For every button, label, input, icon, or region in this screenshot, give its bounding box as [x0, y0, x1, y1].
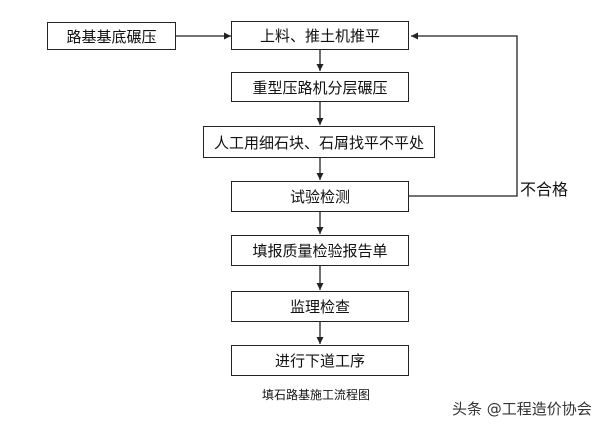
node-heavy-roller-compaction: 重型压路机分层碾压 [231, 72, 409, 102]
watermark: 头条 @工程造价协会 [452, 400, 592, 418]
feedback-loop-fail [409, 32, 518, 197]
node-subgrade-compaction: 路基基底碾压 [47, 22, 176, 50]
node-next-process: 进行下道工序 [231, 345, 409, 376]
fail-label: 不合格 [520, 180, 569, 199]
node-supervisor-check: 监理检查 [231, 291, 409, 322]
diagram-caption: 填石路基施工流程图 [262, 388, 371, 402]
node-load-and-level: 上料、推土机推平 [231, 21, 409, 50]
node-manual-leveling: 人工用细石块、石屑找平不平处 [203, 126, 435, 158]
node-quality-report: 填报质量检验报告单 [231, 235, 409, 266]
node-test-inspection: 试验检测 [231, 181, 409, 212]
